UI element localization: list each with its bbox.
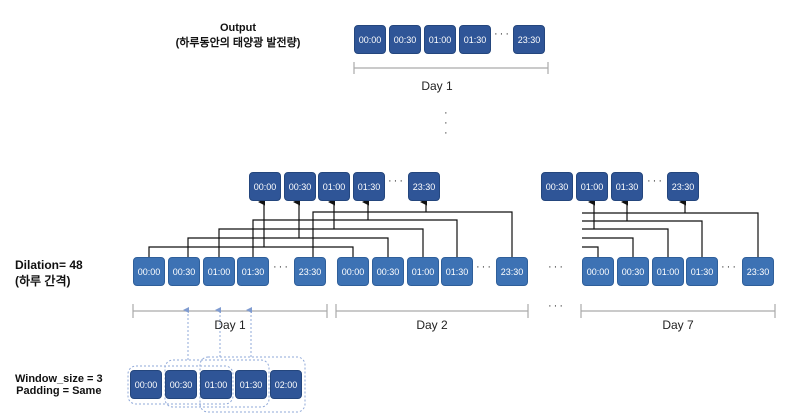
ellipsis: ··· — [494, 28, 511, 40]
window-label: Window_size = 3 Padding = Same — [15, 373, 103, 397]
time-slot: 01:00 — [652, 257, 684, 286]
time-slot: 02:00 — [270, 370, 302, 399]
time-slot: 01:00 — [576, 172, 608, 201]
time-slot: 01:30 — [441, 257, 473, 286]
time-slot: 00:30 — [372, 257, 404, 286]
time-slot: 00:00 — [133, 257, 165, 286]
time-slot: 23:30 — [513, 25, 545, 54]
day-label: Day 2 — [416, 318, 448, 332]
time-slot: 00:30 — [541, 172, 573, 201]
output-title: Output — [219, 22, 257, 34]
time-slot: 23:30 — [496, 257, 528, 286]
day-label: Day 1 — [214, 318, 246, 332]
top-day-label: Day 1 — [421, 79, 453, 93]
day-label: Day 7 — [662, 318, 694, 332]
dilation-label: Dilation= 48 (하루 간격) — [15, 258, 83, 289]
time-slot: 00:00 — [582, 257, 614, 286]
ellipsis: ··· — [548, 261, 565, 273]
time-slot: 23:30 — [294, 257, 326, 286]
time-slot: 00:30 — [617, 257, 649, 286]
ellipsis: ··· — [721, 261, 738, 273]
ellipsis: ··· — [548, 300, 565, 312]
ellipsis: ··· — [647, 175, 664, 187]
ellipsis: ··· — [388, 175, 405, 187]
time-slot: 00:30 — [389, 25, 421, 54]
time-slot: 23:30 — [742, 257, 774, 286]
dilation-value: Dilation= 48 — [15, 258, 83, 272]
window-size: Window_size = 3 — [15, 373, 103, 385]
dilation-note: (하루 간격) — [15, 274, 71, 288]
time-slot: 23:30 — [408, 172, 440, 201]
time-slot: 23:30 — [667, 172, 699, 201]
time-slot: 01:00 — [424, 25, 456, 54]
time-slot: 00:00 — [337, 257, 369, 286]
time-slot: 01:00 — [318, 172, 350, 201]
time-slot: 01:00 — [203, 257, 235, 286]
time-slot: 00:00 — [249, 172, 281, 201]
time-slot: 00:00 — [354, 25, 386, 54]
time-slot: 01:30 — [235, 370, 267, 399]
time-slot: 01:00 — [407, 257, 439, 286]
time-slot: 00:30 — [168, 257, 200, 286]
time-slot: 01:30 — [459, 25, 491, 54]
time-slot: 00:30 — [165, 370, 197, 399]
ellipsis: ··· — [273, 261, 290, 273]
time-slot: 01:30 — [237, 257, 269, 286]
time-slot: 01:30 — [686, 257, 718, 286]
padding: Padding = Same — [16, 385, 102, 397]
time-slot: 00:00 — [130, 370, 162, 399]
time-slot: 01:00 — [200, 370, 232, 399]
time-slot: 01:30 — [353, 172, 385, 201]
time-slot: 00:30 — [284, 172, 316, 201]
ellipsis: ··· — [476, 261, 493, 273]
time-slot: 01:30 — [611, 172, 643, 201]
vertical-ellipsis: ··· — [444, 107, 448, 139]
output-subtitle: (하루동안의 태양광 발전량) — [175, 37, 301, 49]
output-label: Output (하루동안의 태양광 발전량) — [176, 22, 301, 50]
